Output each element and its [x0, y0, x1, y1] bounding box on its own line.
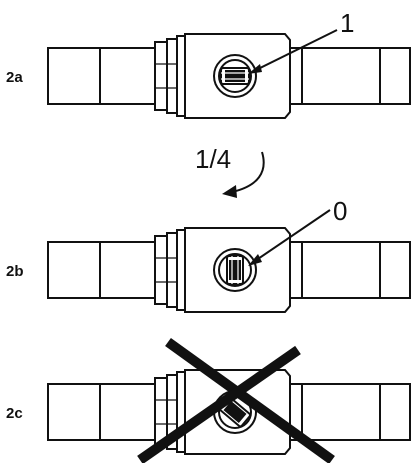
panel-2b: 2b — [6, 227, 411, 313]
rotation-arrow — [231, 151, 265, 193]
rotation-indicator: 1/4 — [195, 144, 265, 198]
callout-leader-2b: 0 — [248, 196, 347, 266]
wrong-cross-mark — [137, 337, 335, 463]
stem-2a-open — [220, 67, 250, 85]
callout-2b: 0 — [333, 196, 347, 226]
panel-label-2c: 2c — [6, 405, 23, 422]
panel-label-2b: 2b — [6, 263, 24, 280]
stem-2b-closed — [226, 255, 244, 285]
callout-2a: 1 — [340, 8, 354, 38]
callout-leader-2a: 1 — [248, 8, 354, 74]
panel-2c: 2c — [6, 369, 411, 455]
panel-2a: 2a — [6, 33, 411, 119]
panel-label-2a: 2a — [6, 69, 23, 86]
rotation-arrowhead — [222, 185, 237, 198]
rotation-label: 1/4 — [195, 144, 231, 174]
